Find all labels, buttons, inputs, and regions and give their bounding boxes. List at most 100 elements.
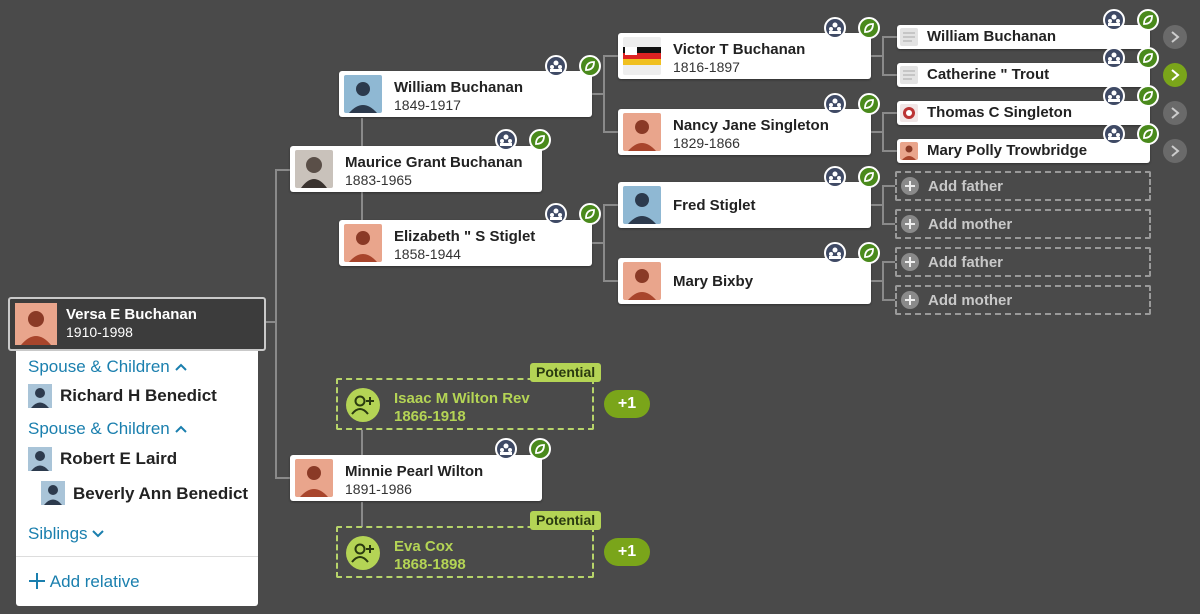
person-dates: 1849-1917 [394, 97, 461, 113]
person-card-paternal-grandmother[interactable]: Elizabeth " S Stiglet 1858-1944 [339, 220, 592, 266]
chevron-right-icon[interactable] [1163, 25, 1187, 49]
plus-icon [901, 291, 919, 309]
female-avatar-icon [15, 303, 57, 345]
male-avatar-icon [28, 447, 52, 471]
leaf-hint-icon[interactable] [579, 203, 601, 225]
plus-icon [901, 253, 919, 271]
person-name: Nancy Jane Singleton [673, 117, 829, 134]
female-avatar-icon [623, 262, 661, 300]
spouse-item[interactable]: Richard H Benedict [60, 386, 217, 405]
potential-dates: 1868-1898 [394, 556, 466, 573]
caret-down-icon [92, 530, 104, 538]
photo-avatar-icon [295, 150, 333, 188]
chevron-right-icon[interactable] [1163, 139, 1187, 163]
family-icon[interactable] [824, 17, 846, 39]
leaf-hint-icon[interactable] [858, 166, 880, 188]
leaf-hint-icon[interactable] [858, 93, 880, 115]
male-avatar-icon [28, 384, 52, 408]
spouse-header-label: Spouse & Children [28, 419, 170, 438]
add-father-button[interactable]: Add father [895, 247, 1151, 277]
potential-dates: 1866-1918 [394, 408, 466, 425]
potential-name: Isaac M Wilton Rev [394, 390, 530, 407]
person-dates: 1829-1866 [673, 135, 740, 151]
person-name: Mary Polly Trowbridge [927, 142, 1088, 159]
leaf-hint-icon[interactable] [579, 55, 601, 77]
potential-tag: Potential [530, 511, 602, 530]
female-avatar-icon [623, 113, 661, 151]
female-avatar-icon [295, 459, 333, 497]
add-person-icon [346, 388, 380, 422]
siblings-label: Siblings [28, 524, 88, 543]
person-card-gen3-c[interactable]: Fred Stiglet [618, 182, 871, 228]
add-relative-label: Add relative [49, 572, 140, 591]
add-mother-button[interactable]: Add mother [895, 285, 1151, 315]
leaf-hint-icon[interactable] [1137, 47, 1159, 69]
family-icon[interactable] [824, 242, 846, 264]
add-mother-button[interactable]: Add mother [895, 209, 1151, 239]
siblings-toggle[interactable]: Siblings [28, 524, 104, 544]
family-icon[interactable] [1103, 47, 1125, 69]
add-father-button[interactable]: Add father [895, 171, 1151, 201]
family-icon[interactable] [1103, 85, 1125, 107]
family-icon[interactable] [545, 203, 567, 225]
family-icon[interactable] [824, 93, 846, 115]
person-card-gen3-a[interactable]: Victor T Buchanan 1816-1897 [618, 33, 871, 79]
caret-up-icon [174, 425, 187, 433]
plus-icon [901, 215, 919, 233]
family-icon[interactable] [1103, 123, 1125, 145]
person-dates: 1883-1965 [345, 172, 412, 188]
document-photo-icon [900, 66, 918, 84]
potential-parent-card[interactable]: Eva Cox 1868-1898 [336, 526, 594, 578]
leaf-hint-icon[interactable] [858, 17, 880, 39]
person-card-mother[interactable]: Minnie Pearl Wilton 1891-1986 [290, 455, 542, 501]
leaf-hint-icon[interactable] [529, 438, 551, 460]
person-name: Catherine " Trout [927, 66, 1050, 83]
potential-tag: Potential [530, 363, 602, 382]
leaf-hint-icon[interactable] [1137, 85, 1159, 107]
root-name: Versa E Buchanan [66, 306, 197, 323]
person-name: William Buchanan [927, 28, 1057, 45]
chevron-right-icon[interactable] [1163, 63, 1187, 87]
leaf-hint-icon[interactable] [1137, 9, 1159, 31]
family-icon[interactable] [1103, 9, 1125, 31]
spouse-children-toggle-1[interactable]: Spouse & Children [28, 357, 187, 377]
add-father-label: Add father [928, 178, 1003, 195]
add-father-label: Add father [928, 254, 1003, 271]
root-person-card[interactable]: Versa E Buchanan 1910-1998 [8, 297, 266, 351]
root-dates: 1910-1998 [66, 324, 133, 340]
add-relative-button[interactable]: Add relative [28, 572, 140, 592]
document-photo-icon [900, 28, 918, 46]
child-item[interactable]: Beverly Ann Benedict [73, 484, 249, 503]
spouse-item[interactable]: Robert E Laird [60, 449, 178, 468]
family-icon[interactable] [495, 438, 517, 460]
spouse-children-toggle-2[interactable]: Spouse & Children [28, 419, 187, 439]
family-icon[interactable] [495, 129, 517, 151]
add-mother-label: Add mother [928, 292, 1013, 309]
plus-icon [29, 573, 45, 589]
family-icon[interactable] [824, 166, 846, 188]
more-potentials-button[interactable]: +1 [604, 538, 650, 566]
leaf-hint-icon[interactable] [529, 129, 551, 151]
family-icon[interactable] [545, 55, 567, 77]
person-name: Thomas C Singleton [927, 104, 1073, 121]
person-dates: 1891-1986 [345, 481, 412, 497]
person-name: Victor T Buchanan [673, 41, 806, 58]
male-avatar-icon [623, 186, 661, 224]
badge-photo-icon [900, 104, 918, 122]
person-name: Mary Bixby [673, 273, 754, 290]
leaf-hint-icon[interactable] [1137, 123, 1159, 145]
person-card-gen3-b[interactable]: Nancy Jane Singleton 1829-1866 [618, 109, 871, 155]
female-avatar-icon [900, 142, 918, 160]
person-card-gen3-d[interactable]: Mary Bixby [618, 258, 871, 304]
person-name: Maurice Grant Buchanan [345, 154, 523, 171]
leaf-hint-icon[interactable] [858, 242, 880, 264]
person-card-paternal-grandfather[interactable]: William Buchanan 1849-1917 [339, 71, 592, 117]
more-potentials-button[interactable]: +1 [604, 390, 650, 418]
chevron-right-icon[interactable] [1163, 101, 1187, 125]
potential-parent-card[interactable]: Isaac M Wilton Rev 1866-1918 [336, 378, 594, 430]
person-dates: 1816-1897 [673, 59, 740, 75]
caret-up-icon [174, 363, 187, 371]
person-card-father[interactable]: Maurice Grant Buchanan 1883-1965 [290, 146, 542, 192]
relatives-panel: Spouse & Children Richard H Benedict Spo… [16, 351, 258, 606]
